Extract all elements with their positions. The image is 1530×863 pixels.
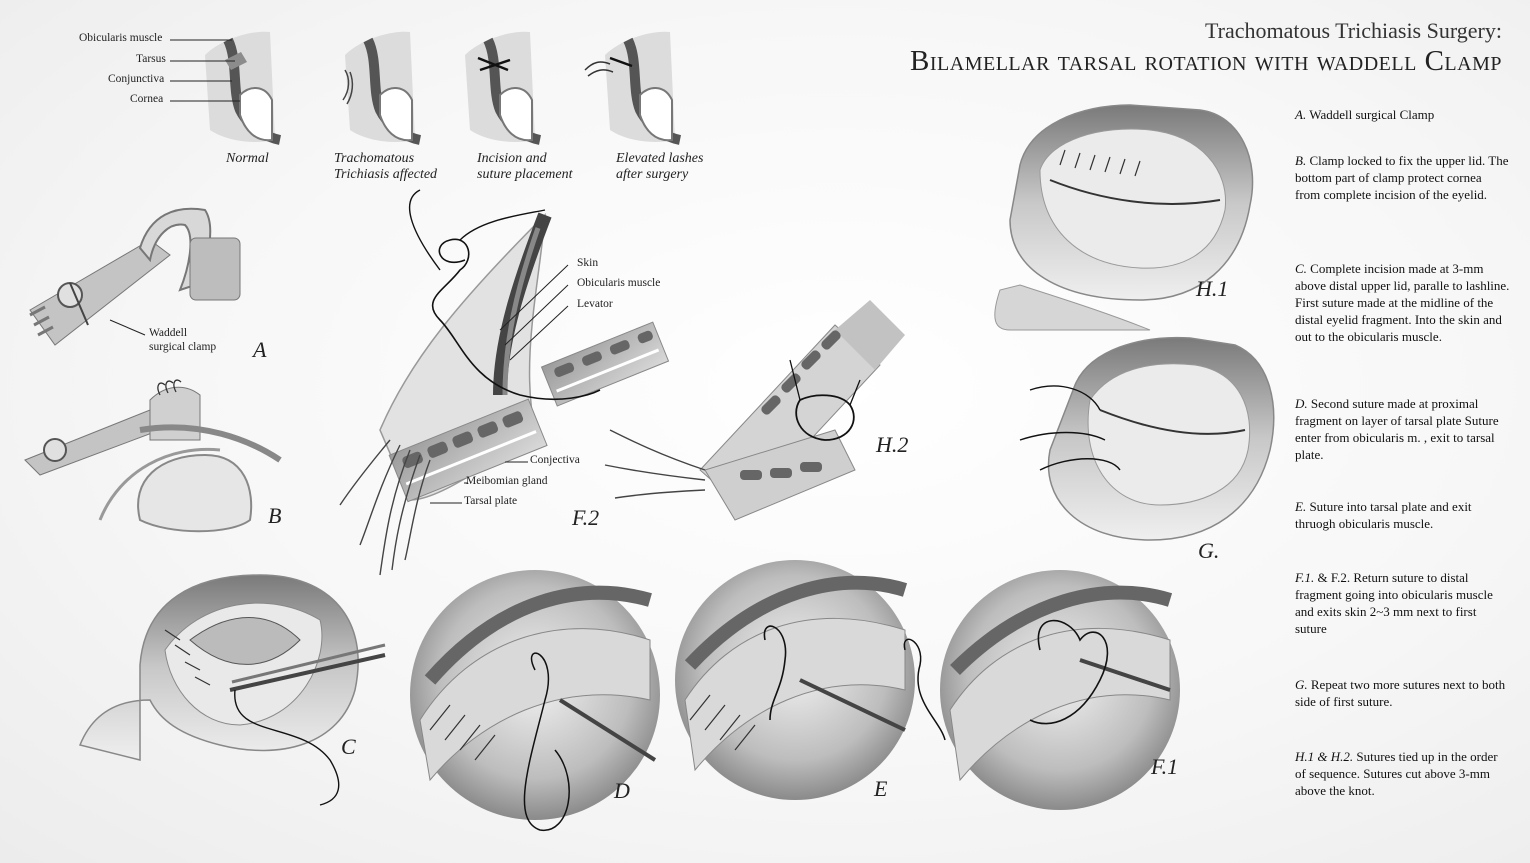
surgery-illustration (24, 31, 1275, 831)
step-e: E. Suture into tarsal plate and exit thr… (1295, 499, 1472, 531)
figure-label-d: D (614, 778, 630, 803)
figure-f2-cross-section (339, 189, 670, 576)
figure-a-clamp (29, 207, 241, 346)
figure-label-h2: H.2 (876, 432, 909, 457)
figure-label-e: E (874, 776, 888, 801)
lens-e (675, 560, 915, 800)
label-meibomian-gland: Meibomian gland (466, 475, 548, 487)
step-h: H.1 & H.2. Sutures tied up in the order … (1295, 749, 1498, 798)
figure-h2-tied-suture (604, 300, 905, 521)
label-tarsus: Tarsus (136, 53, 166, 65)
cross-section-incision (465, 31, 542, 145)
figure-label-a: A (253, 337, 267, 362)
lens-f1 (903, 570, 1180, 810)
stage-caption-normal: Normal (226, 151, 269, 166)
figure-h1-clamp-view (994, 104, 1254, 331)
stage-caption-after-surgery: Elevated lashes after surgery (616, 151, 704, 182)
label-conjectiva: Conjectiva (530, 454, 580, 466)
step-g: G. Repeat two more sutures next to both … (1295, 677, 1506, 709)
label-cornea: Cornea (130, 93, 164, 105)
figure-label-g: G. (1198, 538, 1220, 563)
cross-section-trichiasis (342, 31, 422, 145)
step-c: C. Complete incision made at 3-mm above … (1295, 261, 1510, 344)
label-tarsal-plate: Tarsal plate (464, 495, 518, 507)
figure-b-clamp-applied (24, 379, 282, 533)
label-conjunctiva: Conjunctiva (108, 73, 165, 85)
label-obicularis-layer: Obicularis muscle (577, 277, 661, 289)
clamp-label: Waddell surgical clamp (149, 327, 217, 353)
label-skin: Skin (577, 257, 599, 269)
label-levator: Levator (577, 298, 613, 310)
figure-c-incision (78, 574, 386, 806)
title-block: Trachomatous Trichiasis Surgery: Bilamel… (910, 18, 1502, 78)
lens-d (410, 570, 660, 831)
step-f: F.1. & F.2. Return suture to distal frag… (1295, 570, 1493, 636)
anatomy-leaders (170, 39, 240, 102)
figure-label-f2: F.2 (572, 505, 600, 530)
stage-caption-trichiasis: Trachomatous Trichiasis affected (334, 151, 438, 182)
stage-caption-incision: Incision and suture placement (477, 151, 573, 182)
cross-section-normal (205, 31, 282, 145)
step-a: A. Waddell surgical Clamp (1295, 107, 1435, 122)
figure-label-f1: F.1 (1151, 754, 1179, 779)
figure-label-b: B (268, 503, 282, 528)
figure-g-clamp-view (1019, 336, 1275, 541)
title-line-1: Trachomatous Trichiasis Surgery: (1204, 18, 1502, 43)
figure-label-h1: H.1 (1196, 276, 1229, 301)
label-obicularis-muscle: Obicularis muscle (79, 32, 163, 44)
cross-section-after-surgery (584, 31, 682, 145)
figure-label-c: C (341, 734, 356, 759)
title-line-2: Bilamellar tarsal rotation with waddell … (910, 45, 1502, 77)
step-d: D. Second suture made at proximal fragme… (1295, 396, 1499, 462)
step-b: B. Clamp locked to fix the upper lid. Th… (1295, 153, 1509, 202)
